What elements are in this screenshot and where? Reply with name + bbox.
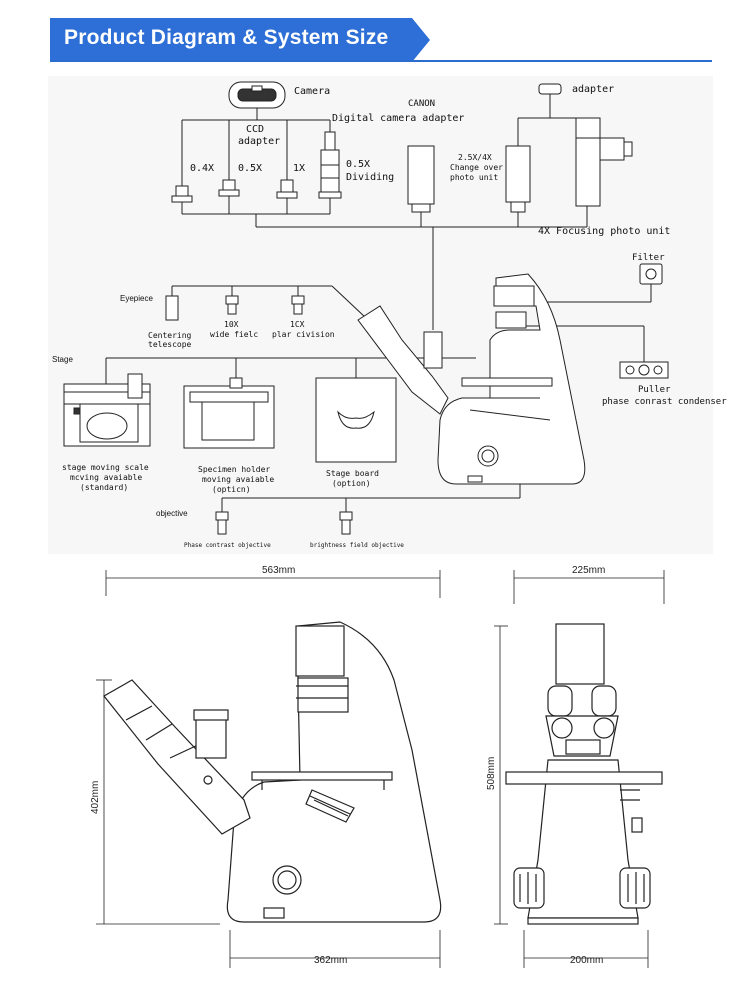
ccd-label: CCD: [246, 124, 264, 135]
specimen-holder-line1: Specimen holder: [198, 465, 270, 474]
objective-label: objective: [156, 509, 188, 518]
adapter-1x-icon: [276, 179, 298, 199]
camera-icon: [228, 81, 286, 109]
front-width-dimension: 225mm: [572, 565, 605, 576]
plan-division-eyepiece-icon: [291, 295, 305, 315]
stage-moving-scale-icon: [63, 373, 151, 447]
stage-label: Stage: [52, 355, 73, 364]
adapter-label: adapter: [572, 84, 614, 95]
front-base-dimension: 200mm: [570, 955, 603, 966]
side-width-dimension: 563mm: [262, 565, 295, 576]
puller-label: Puller: [638, 385, 671, 395]
phase-contrast-objective-icon: [215, 511, 229, 535]
specimen-holder-line3: (opticn): [212, 485, 251, 494]
brightness-field-objective-icon: [339, 511, 353, 535]
header-rule: [50, 60, 712, 62]
microscope-small-icon: [357, 273, 586, 485]
telescope-label: telescope: [148, 340, 192, 349]
plan-division-label: plar civision: [272, 330, 335, 339]
canon-label: CANON: [408, 99, 435, 109]
stage-moving-line1: stage moving scale: [62, 463, 149, 472]
focusing-unit-label: 4X Focusing photo unit: [538, 226, 670, 237]
phase-condenser-label: phase conrast condenser: [602, 397, 727, 407]
photo-unit-label: photo unit: [450, 173, 498, 182]
front-view-drawing: [494, 570, 665, 968]
base-width-dimension: 362mm: [314, 955, 347, 966]
ccd-adapter-label: adapter: [238, 136, 280, 147]
dividing-label: Dividing: [346, 172, 394, 183]
centering-telescope-icon: [165, 295, 179, 321]
side-height-dimension: 402mm: [90, 781, 101, 814]
camera-label: Camera: [294, 86, 330, 97]
focusing-photo-unit-icon: [575, 117, 633, 207]
side-view-drawing: [96, 570, 442, 968]
stage-moving-line3: (standard): [80, 483, 128, 492]
ratio-05x-label: 0.5X: [238, 163, 262, 174]
stage-board-icon: [315, 377, 397, 463]
stage-moving-line2: mcving avaiable: [70, 473, 142, 482]
adapter-05x-icon: [218, 179, 240, 197]
specimen-holder-line2: moving avaiable: [202, 475, 274, 484]
specimen-holder-icon: [183, 377, 275, 449]
adapter-04x-icon: [171, 185, 193, 203]
ratio-04x-label: 0.4X: [190, 163, 214, 174]
change-over-ratio-label: 2.5X/4X: [458, 153, 492, 162]
stage-board-line1: Stage board: [326, 469, 379, 478]
filter-label: Filter: [632, 253, 665, 263]
wide-field-eyepiece-icon: [225, 295, 239, 315]
plan-ratio-label: 1CX: [290, 320, 305, 329]
wide-ratio-label: 10X: [224, 320, 239, 329]
header-banner: [50, 18, 430, 62]
stage-board-line2: (option): [332, 479, 371, 488]
page-title: Product Diagram & System Size: [64, 26, 389, 49]
canon-adapter-icon: [407, 145, 435, 213]
centering-label: Centering: [148, 331, 192, 340]
change-over-label: Change over: [450, 163, 503, 172]
bright-objective-label: brightness field objective: [310, 542, 404, 549]
puller-condenser-icon: [619, 361, 669, 379]
digital-camera-adapter-label: Digital camera adapter: [332, 113, 464, 124]
filter-icon: [639, 263, 663, 285]
eyepiece-label: Eyepiece: [120, 294, 153, 303]
phase-objective-label: Phase contrast objective: [184, 542, 271, 549]
dividing-ratio-label: 0.5X: [346, 159, 370, 170]
top-adapter-icon: [538, 83, 562, 118]
front-height-dimension: 508mm: [486, 757, 497, 790]
change-over-unit-icon: [505, 118, 531, 213]
ratio-1x-label: 1X: [293, 163, 305, 174]
wide-field-label: wide fielc: [210, 330, 258, 339]
dividing-adapter-icon: [318, 131, 342, 199]
